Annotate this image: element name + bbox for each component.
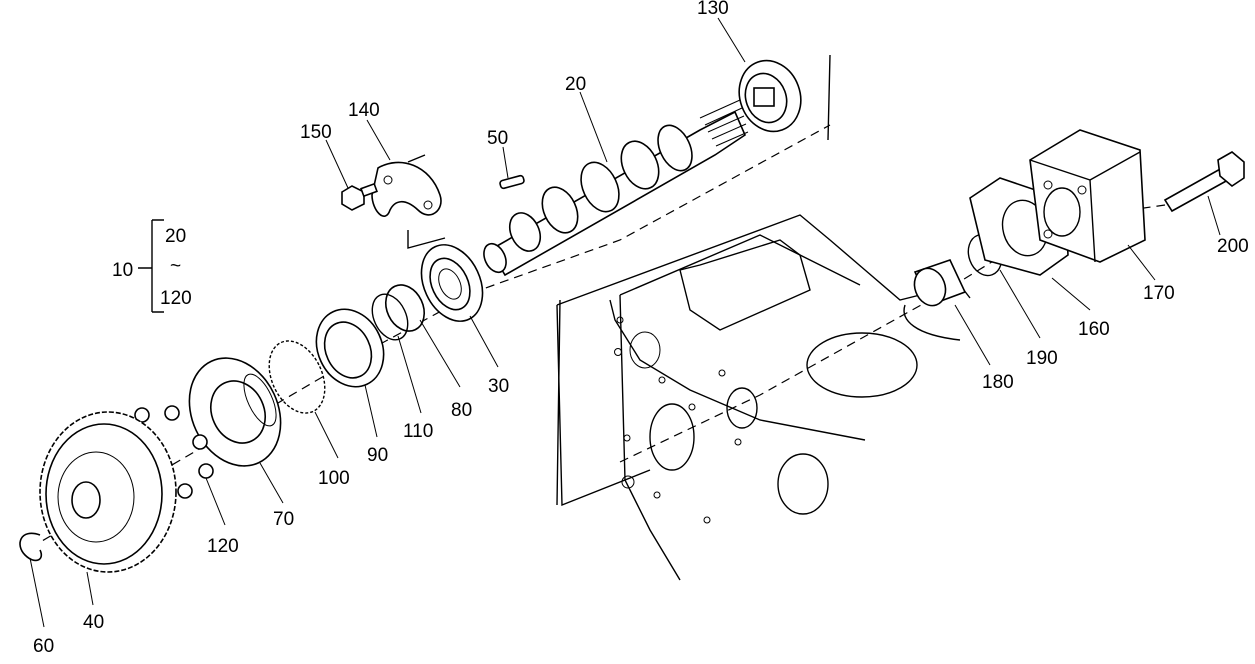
label-180: 180 (982, 372, 1014, 393)
bolt-200 (1163, 151, 1245, 213)
thrust-washer-70 (188, 357, 282, 467)
label-200: 200 (1217, 236, 1249, 257)
label-30: 30 (488, 376, 509, 397)
label-60: 60 (33, 636, 54, 657)
seal-90 (315, 308, 385, 388)
snap-ring-110 (371, 293, 409, 341)
label-50: 50 (487, 128, 508, 149)
pump-housing-170 (1029, 129, 1146, 263)
bearing-30 (420, 244, 484, 322)
housing-block (556, 214, 971, 581)
label-170: 170 (1143, 283, 1175, 304)
label-100: 100 (318, 468, 350, 489)
label-10: 10 (112, 260, 133, 281)
label-90: 90 (367, 445, 388, 466)
label-110: 110 (403, 421, 433, 442)
part-labels: 130 20 50 140 150 20 ~ 10 120 30 80 110 … (33, 0, 1249, 657)
thrust-plate-140 (371, 154, 446, 249)
label-190: 190 (1026, 348, 1058, 369)
label-130: 130 (697, 0, 729, 19)
bolt-150 (341, 182, 378, 211)
leader-lines (29, 17, 1221, 628)
label-120-balls: 120 (207, 536, 239, 557)
label-80: 80 (451, 400, 472, 421)
snap-ring-80 (384, 284, 426, 332)
label-120-range-end: 120 (160, 288, 192, 309)
needle-cage-100 (268, 340, 326, 414)
label-40: 40 (83, 612, 104, 633)
circlip-60 (19, 532, 43, 562)
bearing-130 (738, 59, 802, 133)
camshaft-20 (483, 99, 749, 277)
sleeve-180 (913, 259, 967, 307)
label-160: 160 (1078, 319, 1110, 340)
label-20-range-start: 20 (165, 226, 186, 247)
label-range-tilde: ~ (170, 256, 181, 277)
label-150: 150 (300, 122, 332, 143)
key-50 (499, 174, 525, 190)
gear-40 (39, 411, 177, 573)
label-70: 70 (273, 509, 294, 530)
label-20-camshaft: 20 (565, 74, 586, 95)
label-140: 140 (348, 100, 380, 121)
